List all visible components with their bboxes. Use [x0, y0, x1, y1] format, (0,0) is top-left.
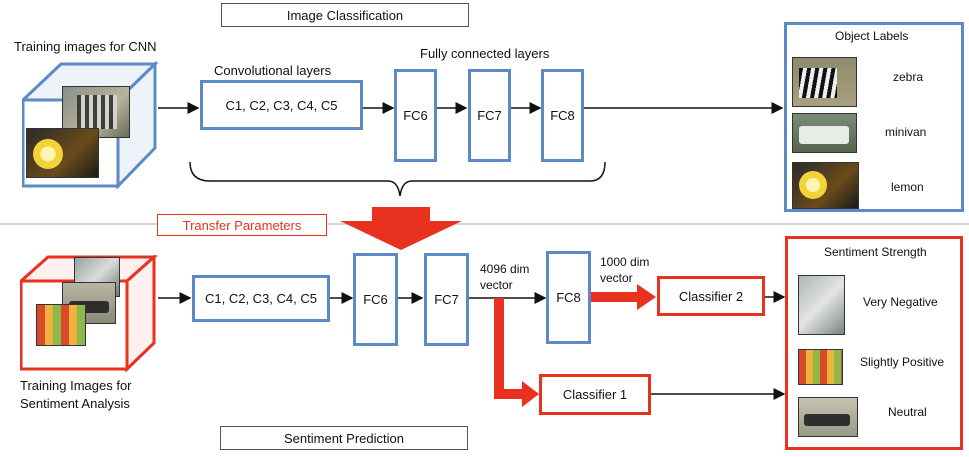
zebra-thumbnail — [792, 57, 857, 107]
classifier1-box: Classifier 1 — [539, 374, 651, 415]
training-sentiment-label-2: Sentiment Analysis — [20, 396, 130, 411]
sentiment-prediction-title: Sentiment Prediction — [220, 426, 468, 450]
object-labels-panel: Object Labels zebra minivan lemon — [784, 22, 964, 212]
slightly-positive-thumbnail — [798, 349, 843, 385]
image-classification-title: Image Classification — [221, 3, 469, 27]
red-arrow-fc7-classifier1 — [494, 298, 539, 407]
transfer-parameters-label: Transfer Parameters — [157, 214, 327, 236]
brace — [189, 161, 606, 197]
top-fc8-box: FC8 — [541, 69, 584, 162]
dim1000-label-1: 1000 dim — [600, 255, 650, 269]
classifier2-box: Classifier 2 — [657, 276, 765, 316]
fc-layers-heading: Fully connected layers — [420, 46, 550, 61]
output-label-lemon: lemon — [891, 180, 924, 194]
bottom-fc7-box: FC7 — [424, 253, 469, 346]
output-label-zebra: zebra — [893, 70, 924, 84]
car-image — [62, 282, 116, 324]
output-label-neutral: Neutral — [888, 405, 927, 419]
lemon-thumbnail — [792, 162, 859, 209]
training-cnn-label: Training images for CNN — [14, 39, 157, 54]
bottom-fc6-box: FC6 — [353, 253, 398, 346]
object-labels-title: Object Labels — [835, 29, 909, 43]
conv-layers-heading: Convolutional layers — [214, 63, 332, 78]
transfer-arrow — [340, 207, 462, 250]
neutral-thumbnail — [798, 397, 858, 437]
top-fc7-box: FC7 — [468, 69, 511, 162]
sentiment-strength-panel: Sentiment Strength Very Negative Slightl… — [785, 236, 963, 450]
red-arrow-fc8-classifier2 — [591, 284, 656, 310]
sentiment-strength-title: Sentiment Strength — [824, 245, 927, 259]
output-label-very-negative: Very Negative — [863, 295, 938, 309]
very-negative-thumbnail — [798, 275, 845, 335]
training-sentiment-label-1: Training Images for — [20, 378, 132, 393]
top-conv-box: C1, C2, C3, C4, C5 — [200, 80, 363, 130]
dim4096-label-2: vector — [480, 278, 513, 292]
bottom-fc8-box: FC8 — [546, 251, 591, 344]
top-fc6-box: FC6 — [394, 69, 437, 162]
dim4096-label-1: 4096 dim — [480, 262, 530, 276]
output-label-slightly-positive: Slightly Positive — [860, 355, 945, 369]
minivan-thumbnail — [792, 113, 857, 153]
dim1000-label-2: vector — [600, 271, 633, 285]
output-label-minivan: minivan — [885, 125, 927, 139]
jars-image — [36, 304, 86, 346]
lemon-image — [26, 128, 99, 178]
bottom-conv-box: C1, C2, C3, C4, C5 — [192, 275, 330, 322]
